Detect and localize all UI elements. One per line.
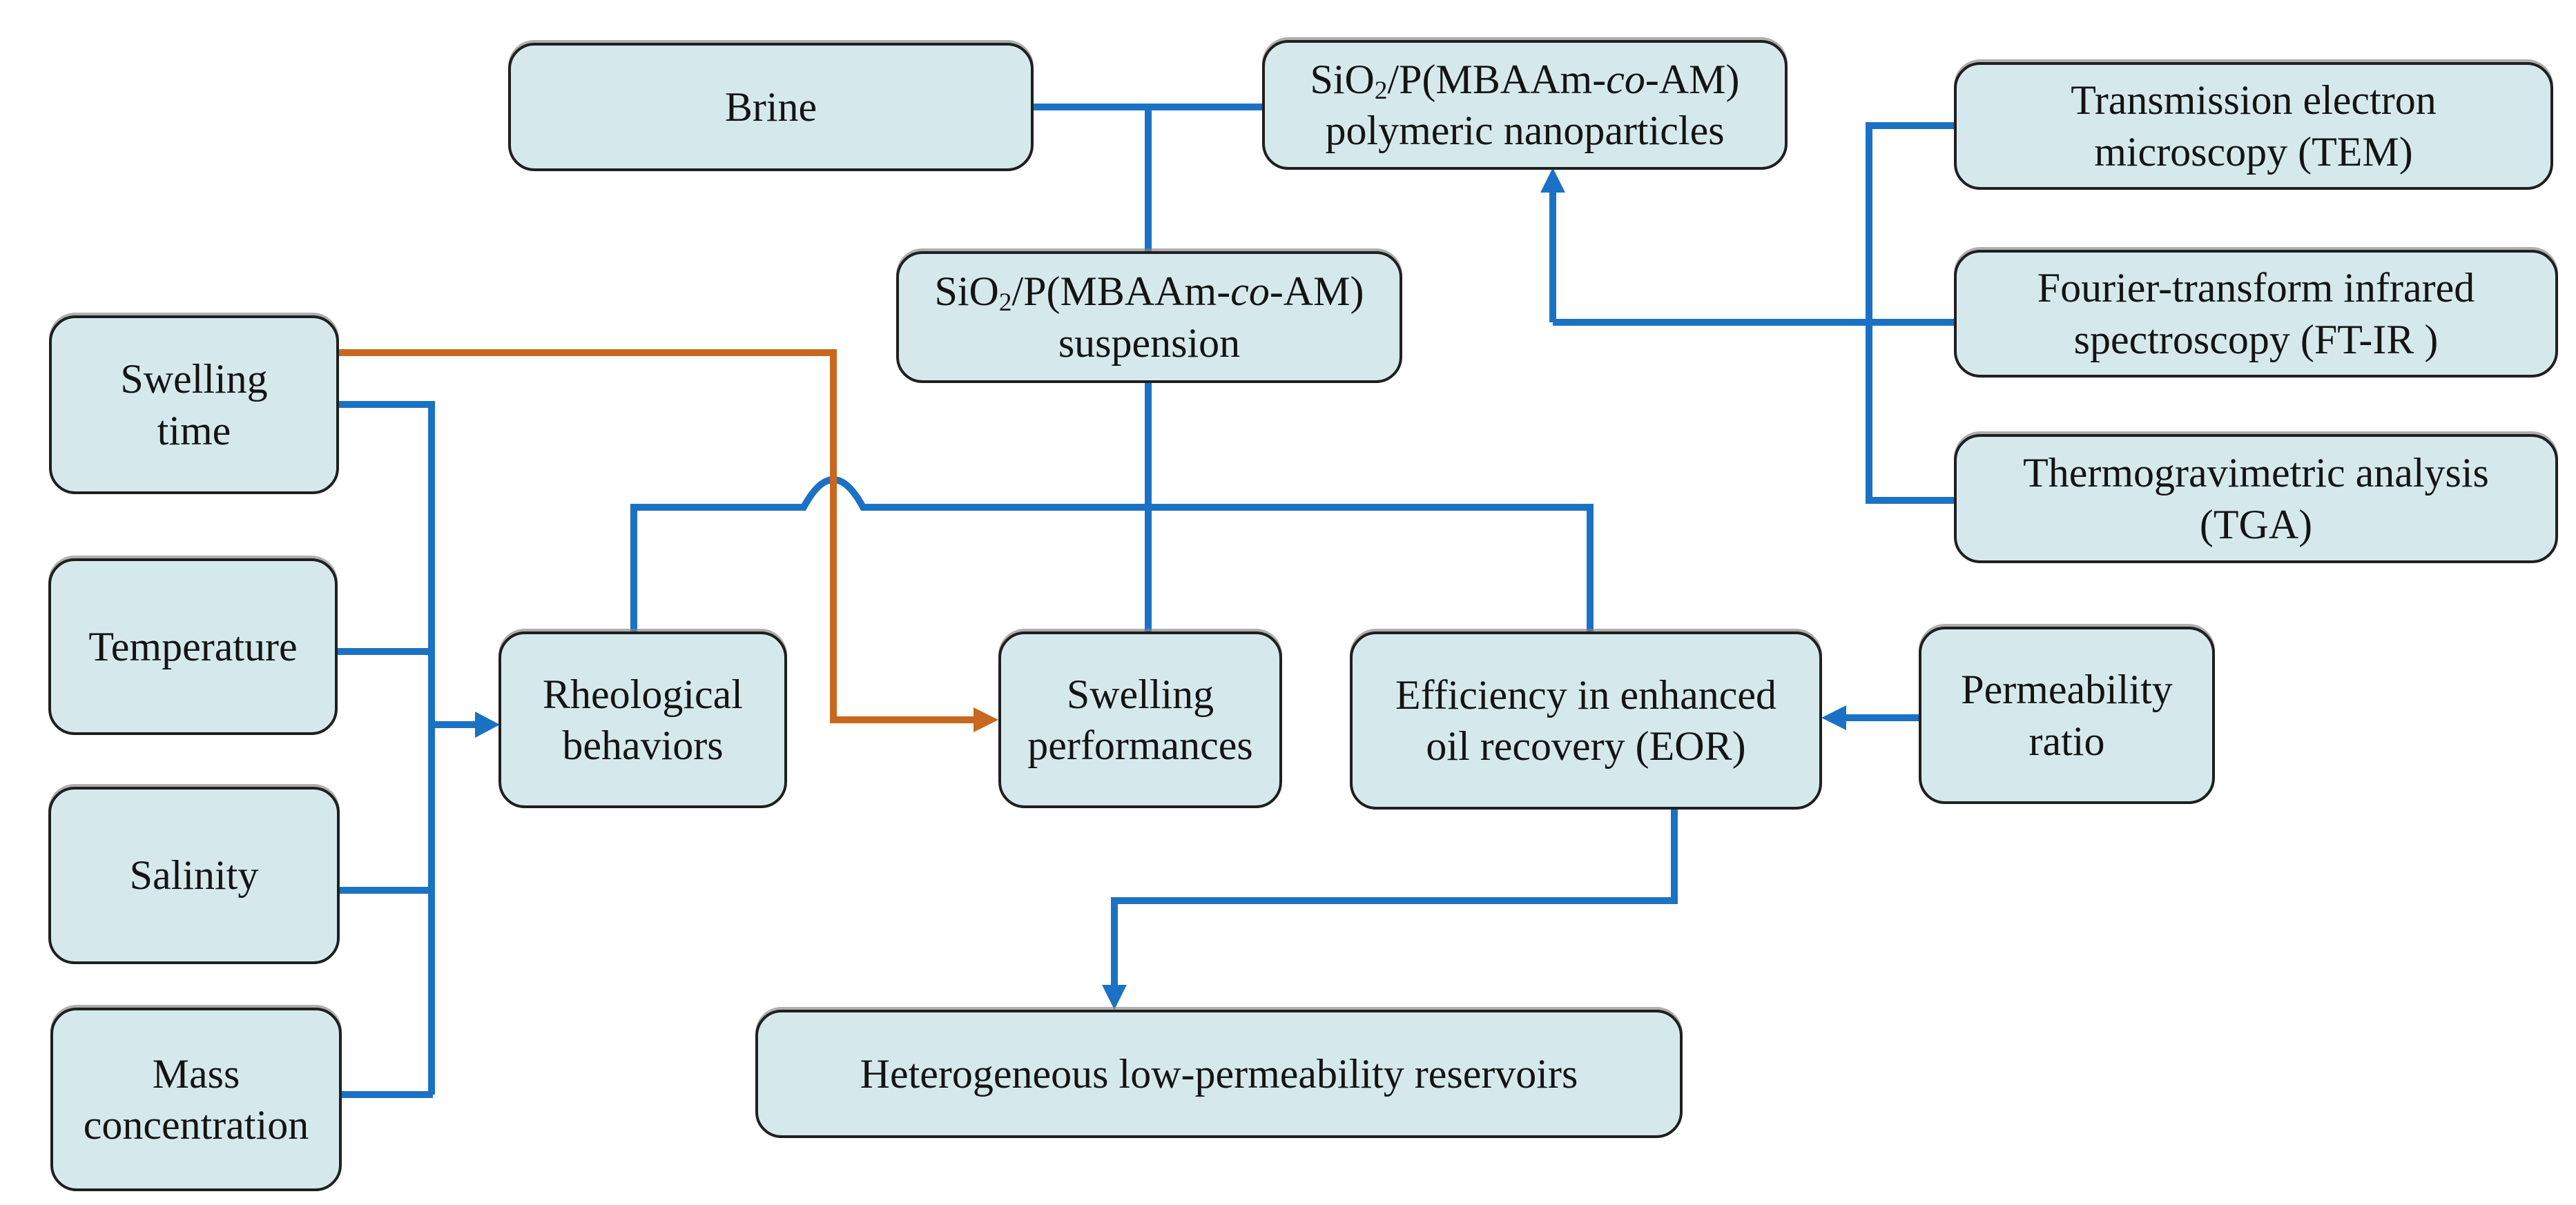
node-label-line: Heterogeneous low-permeability reservoir…	[860, 1048, 1578, 1099]
node-label-line: Mass	[153, 1048, 240, 1099]
node-label-line: SiO2/P(MBAAm-co-AM)	[1310, 54, 1740, 105]
node-label-line: performances	[1027, 720, 1252, 771]
node-permeability-ratio: Permeability ratio	[1919, 627, 2215, 804]
node-label-line: oil recovery (EOR)	[1426, 721, 1745, 772]
label-segment: SiO	[934, 268, 999, 315]
label-segment: performances	[1027, 723, 1253, 768]
label-segment: Rheological	[543, 671, 743, 717]
label-segment: oil recovery (EOR)	[1426, 723, 1746, 769]
node-suspension: SiO2/P(MBAAm-co-AM)suspension	[896, 251, 1402, 383]
label-segment: Temperature	[88, 623, 298, 669]
node-brine: Brine	[508, 43, 1034, 171]
node-rheological-behaviors: Rheological behaviors	[498, 631, 787, 808]
node-salinity: Salinity	[48, 787, 340, 964]
label-segment: /P(MBAAm-	[1011, 268, 1231, 315]
label-segment: time	[157, 407, 231, 453]
label-segment: -AM)	[1645, 56, 1740, 102]
node-temperature: Temperature	[48, 558, 338, 735]
node-label-line: suspension	[1058, 317, 1240, 369]
node-label-line: Rheological	[543, 669, 743, 720]
node-label-line: Permeability	[1961, 664, 2173, 715]
node-label-line: ratio	[2029, 716, 2105, 767]
label-segment: polymeric nanoparticles	[1325, 108, 1725, 153]
node-label-line: (TGA)	[2200, 499, 2312, 550]
label-segment: Heterogeneous low-permeability reservoir…	[860, 1050, 1578, 1097]
node-label-line: time	[157, 405, 231, 456]
node-label-line: Thermogravimetric analysis	[2023, 447, 2489, 498]
node-label-line: SiO2/P(MBAAm-co-AM)	[935, 266, 1364, 317]
label-segment: -AM)	[1269, 268, 1364, 315]
node-label-line: Brine	[725, 81, 817, 133]
label-segment: Brine	[724, 84, 817, 130]
arrowhead-permeability-to-eor	[1821, 705, 1846, 730]
label-segment: behaviors	[562, 723, 724, 768]
label-segment: co	[1230, 268, 1270, 315]
label-segment: suspension	[1058, 320, 1241, 366]
node-label-line: concentration	[84, 1099, 309, 1150]
node-label-line: polymeric nanoparticles	[1325, 105, 1724, 156]
arrowhead-swelling-time-to-swelling-performances	[974, 707, 998, 732]
node-label-line: Swelling	[1067, 669, 1214, 720]
node-nanoparticles: SiO2/P(MBAAm-co-AM)polymeric nanoparticl…	[1262, 40, 1788, 170]
label-segment: (TGA)	[2199, 501, 2313, 547]
node-label-line: microscopy (TEM)	[2094, 126, 2413, 177]
edge-characterization-trunk	[1553, 122, 1954, 504]
label-segment: SiO	[1310, 56, 1375, 102]
label-segment: co	[1606, 56, 1645, 102]
node-reservoirs: Heterogeneous low-permeability reservoir…	[755, 1010, 1683, 1138]
edge-factors-collector	[338, 401, 435, 1098]
label-segment: Fourier-transform infrared	[2037, 265, 2475, 311]
node-swelling-time: Swelling time	[49, 315, 339, 494]
label-segment: 2	[1374, 76, 1388, 105]
label-segment: /P(MBAAm-	[1387, 56, 1607, 102]
label-segment: spectroscopy (FT-IR )	[2073, 316, 2439, 362]
label-segment: ratio	[2028, 718, 2105, 764]
node-swelling-performances: Swelling performances	[998, 631, 1282, 808]
edge-eor-to-reservoirs	[1111, 808, 1678, 988]
label-segment: Salinity	[129, 852, 259, 899]
arrowhead-factors-to-rheological	[475, 712, 500, 738]
node-label-line: Temperature	[88, 621, 297, 672]
arrowhead-characterization-to-nanoparticles	[1540, 168, 1565, 193]
node-label-line: spectroscopy (FT-IR )	[2074, 314, 2439, 365]
label-segment: concentration	[83, 1102, 309, 1148]
node-label-line: Fourier-transform infrared	[2037, 262, 2475, 313]
label-segment: Transmission electron	[2071, 77, 2437, 124]
label-segment: Swelling	[1066, 671, 1214, 717]
node-label-line: Transmission electron	[2071, 75, 2436, 126]
node-label-line: Salinity	[130, 850, 259, 901]
node-label-line: Efficiency in enhanced	[1395, 669, 1776, 721]
label-segment: Swelling	[120, 356, 268, 402]
arrowhead-eor-to-reservoirs	[1102, 985, 1127, 1010]
label-segment: Efficiency in enhanced	[1395, 672, 1776, 718]
node-ftir: Fourier-transform infrared spectroscopy (…	[1954, 250, 2558, 378]
node-tga: Thermogravimetric analysis (TGA)	[1954, 434, 2558, 563]
node-label-line: Swelling	[120, 353, 267, 404]
node-mass-concentration: Mass concentration	[50, 1008, 342, 1191]
label-segment: Permeability	[1961, 667, 2173, 713]
label-segment: Mass	[152, 1050, 240, 1097]
node-label-line: behaviors	[562, 720, 723, 771]
label-segment: 2	[998, 288, 1012, 317]
label-segment: Thermogravimetric analysis	[2023, 450, 2489, 496]
edge-split-three-way	[630, 476, 1594, 631]
node-eor: Efficiency in enhanced oil recovery (EOR)	[1350, 631, 1822, 810]
edge-swelling-time-to-swelling-performances	[339, 349, 976, 723]
label-segment: microscopy (TEM)	[2094, 128, 2413, 175]
